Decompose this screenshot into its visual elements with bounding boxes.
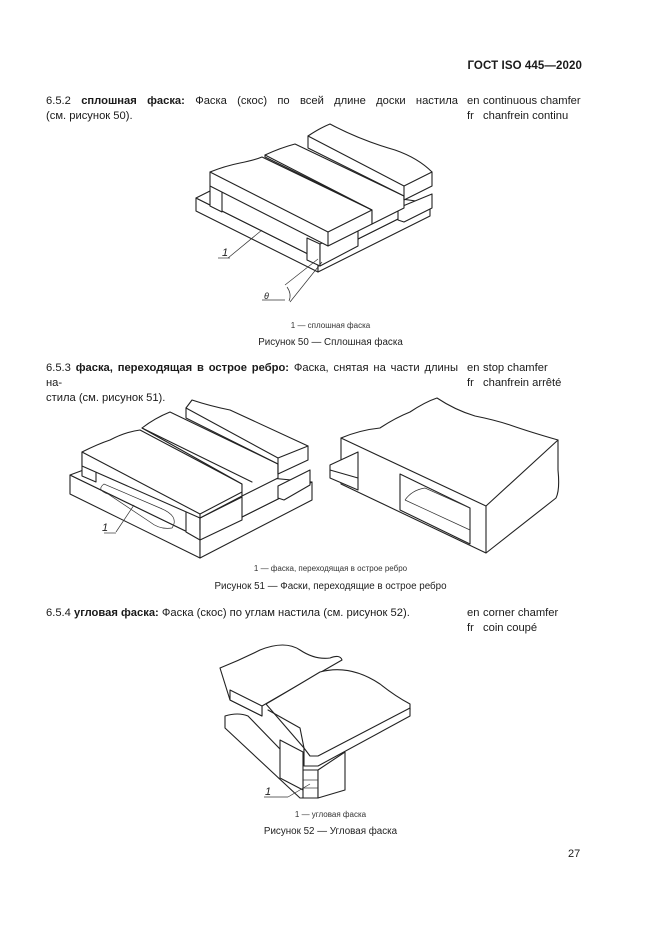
figure-50-caption: Рисунок 50 — Сплошная фаска — [258, 337, 403, 348]
term-definition-cont: стила (см. рисунок 51). — [46, 392, 166, 404]
term-title: угловая фаска: — [74, 607, 159, 619]
section-number: 6.5.4 — [46, 607, 71, 619]
term-definition: Фаска (скос) по всей длине доски настила — [195, 95, 459, 107]
section-6-5-4: 6.5.4 угловая фаска: Фаска (скос) по угл… — [46, 606, 456, 621]
term-fr: chanfrein arrêté — [483, 377, 562, 389]
figure-52-callout: 1 — [265, 786, 271, 798]
term-definition: Фаска (скос) по углам настила (см. рисун… — [161, 607, 410, 619]
page-number: 27 — [568, 848, 581, 860]
term-title: сплошная фаска: — [81, 95, 185, 107]
term-title: фаска, переходящая в острое ребро: — [75, 362, 290, 374]
figure-52-caption: Рисунок 52 — Угловая фаска — [263, 826, 398, 837]
figure-52-legend: 1 — угловая фаска — [294, 810, 367, 819]
lang-en-label: en — [467, 607, 480, 619]
document-header: ГОСТ ISO 445—2020 — [467, 60, 582, 72]
lang-en-label: en — [467, 95, 480, 107]
figure-50-angle-label: θ — [264, 291, 269, 301]
term-definition-cont: (см. рисунок 50). — [46, 110, 133, 122]
figure-50-legend: 1 — сплошная фаска — [290, 321, 371, 330]
term-fr: coin coupé — [483, 622, 538, 634]
section-number: 6.5.3 — [46, 362, 71, 374]
lang-fr-label: fr — [467, 110, 474, 122]
lang-fr-label: fr — [467, 377, 474, 389]
section-6-5-3: 6.5.3 фаска, переходящая в острое ребро:… — [46, 361, 458, 406]
section-number: 6.5.2 — [46, 95, 71, 107]
figure-51-callout: 1 — [102, 522, 108, 534]
term-en: corner chamfer — [483, 607, 559, 619]
term-definition: Фаска, снятая на части длины на- — [46, 362, 459, 389]
lang-fr-label: fr — [467, 622, 474, 634]
figure-50-callout: 1 — [222, 247, 228, 259]
figure-51-caption: Рисунок 51 — Фаски, переходящие в острое… — [214, 581, 447, 592]
section-6-5-2: 6.5.2 сплошная фаска: Фаска (скос) по вс… — [46, 94, 458, 124]
lang-en-label: en — [467, 362, 480, 374]
figure-51-legend: 1 — фаска, переходящая в острое ребро — [253, 564, 408, 573]
term-en: continuous chamfer — [483, 95, 581, 107]
term-en: stop chamfer — [483, 362, 548, 374]
term-fr: chanfrein continu — [483, 110, 569, 122]
